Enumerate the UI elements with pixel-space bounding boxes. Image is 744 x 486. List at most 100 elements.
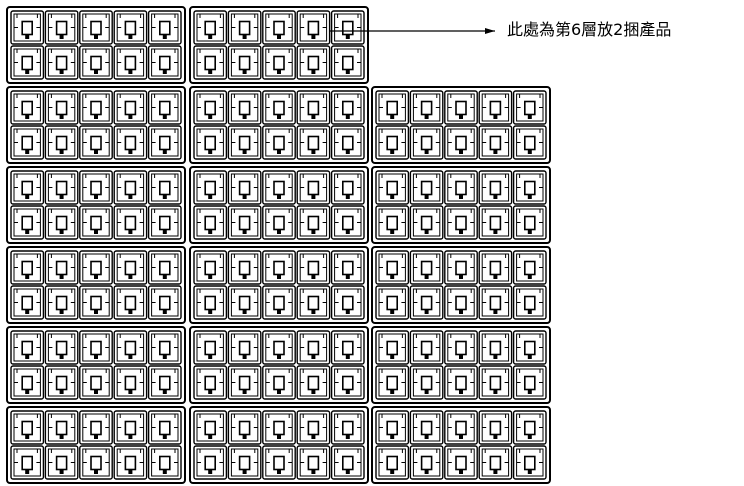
- bundle-layer3-3: [371, 246, 551, 324]
- product-unit: [330, 445, 365, 480]
- bundle-layer5-2: [189, 86, 369, 164]
- product-unit: [478, 250, 513, 285]
- bundle-layer2-3: [371, 326, 551, 404]
- product-unit: [113, 330, 148, 365]
- product-unit: [147, 445, 182, 480]
- product-unit: [330, 285, 365, 320]
- bundle-layer1-1: [6, 406, 186, 484]
- product-unit: [478, 170, 513, 205]
- product-unit: [44, 285, 79, 320]
- product-unit: [330, 205, 365, 240]
- product-unit: [409, 330, 444, 365]
- product-unit: [44, 205, 79, 240]
- product-unit: [262, 170, 296, 205]
- product-unit: [79, 285, 113, 320]
- product-unit: [409, 170, 444, 205]
- product-unit: [512, 445, 547, 480]
- product-unit: [10, 170, 45, 205]
- product-unit: [147, 410, 182, 445]
- product-unit: [44, 330, 79, 365]
- product-unit: [10, 285, 45, 320]
- product-unit: [10, 125, 45, 160]
- product-unit: [262, 445, 296, 480]
- product-unit: [296, 90, 331, 125]
- product-unit: [227, 285, 262, 320]
- product-unit: [227, 410, 262, 445]
- product-unit: [10, 250, 45, 285]
- product-unit: [409, 90, 444, 125]
- product-unit: [147, 10, 182, 45]
- product-unit: [227, 445, 262, 480]
- product-unit: [113, 445, 148, 480]
- bundle-layer6-1: [6, 6, 186, 84]
- product-unit: [409, 410, 444, 445]
- product-unit: [79, 205, 113, 240]
- product-unit: [296, 125, 331, 160]
- product-unit: [193, 205, 228, 240]
- product-unit: [79, 90, 113, 125]
- product-unit: [147, 205, 182, 240]
- product-unit: [193, 170, 228, 205]
- product-unit: [444, 445, 478, 480]
- product-unit: [512, 365, 547, 400]
- product-unit: [113, 125, 148, 160]
- product-unit: [330, 10, 365, 45]
- product-unit: [79, 410, 113, 445]
- product-unit: [10, 330, 45, 365]
- product-unit: [330, 410, 365, 445]
- product-unit: [512, 330, 547, 365]
- product-unit: [375, 330, 410, 365]
- bundle-layer4-2: [189, 166, 369, 244]
- product-unit: [330, 330, 365, 365]
- product-unit: [330, 125, 365, 160]
- product-unit: [409, 285, 444, 320]
- product-unit: [512, 90, 547, 125]
- product-unit: [10, 90, 45, 125]
- product-unit: [262, 45, 296, 80]
- product-unit: [375, 445, 410, 480]
- product-unit: [147, 285, 182, 320]
- product-unit: [113, 410, 148, 445]
- product-unit: [478, 125, 513, 160]
- product-unit: [44, 45, 79, 80]
- product-unit: [262, 90, 296, 125]
- product-unit: [296, 250, 331, 285]
- product-unit: [227, 45, 262, 80]
- product-unit: [193, 285, 228, 320]
- product-unit: [375, 250, 410, 285]
- product-unit: [478, 205, 513, 240]
- product-unit: [44, 365, 79, 400]
- product-unit: [10, 410, 45, 445]
- product-unit: [330, 250, 365, 285]
- product-unit: [444, 205, 478, 240]
- product-unit: [193, 365, 228, 400]
- product-unit: [227, 125, 262, 160]
- product-unit: [193, 250, 228, 285]
- bundle-layer2-2: [189, 326, 369, 404]
- bundle-layer3-1: [6, 246, 186, 324]
- product-unit: [79, 250, 113, 285]
- product-unit: [227, 330, 262, 365]
- product-unit: [113, 45, 148, 80]
- bundle-grid: [6, 6, 551, 484]
- product-unit: [262, 365, 296, 400]
- bundle-layer2-1: [6, 326, 186, 404]
- product-unit: [193, 330, 228, 365]
- product-unit: [512, 170, 547, 205]
- product-unit: [193, 10, 228, 45]
- product-unit: [193, 125, 228, 160]
- product-unit: [444, 170, 478, 205]
- product-unit: [296, 205, 331, 240]
- product-unit: [330, 45, 365, 80]
- product-unit: [296, 365, 331, 400]
- product-unit: [10, 445, 45, 480]
- product-unit: [409, 205, 444, 240]
- product-unit: [44, 445, 79, 480]
- product-unit: [79, 330, 113, 365]
- product-unit: [147, 170, 182, 205]
- product-unit: [444, 330, 478, 365]
- product-unit: [113, 90, 148, 125]
- product-unit: [44, 10, 79, 45]
- product-unit: [444, 90, 478, 125]
